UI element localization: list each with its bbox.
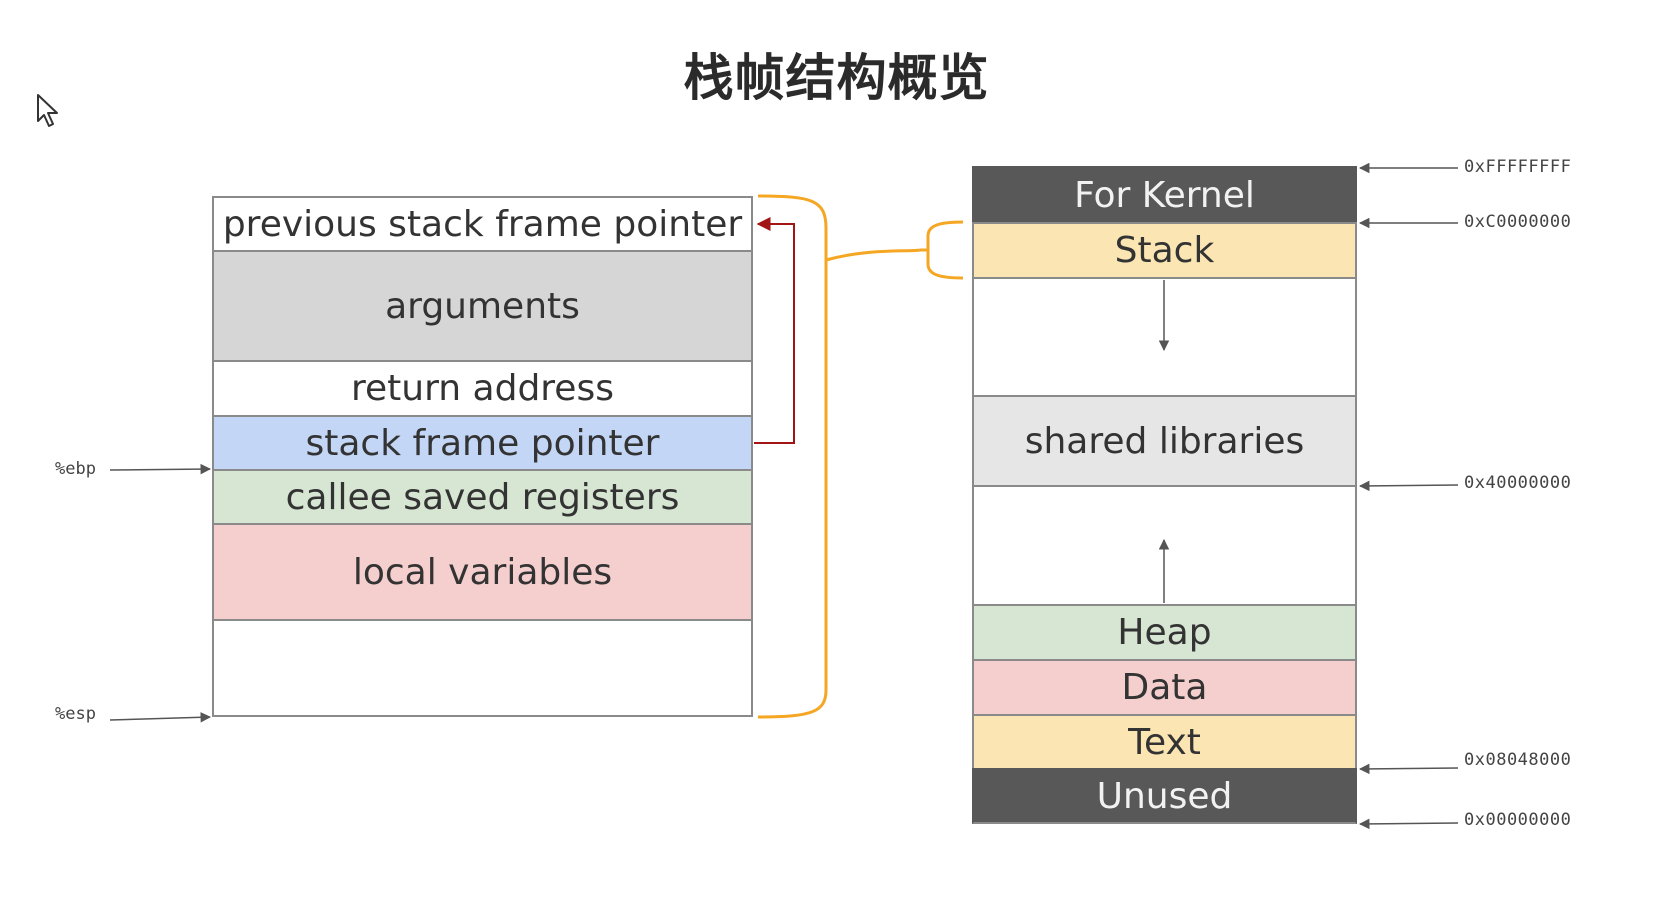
cell-label: return address [351, 368, 614, 409]
address-label-00000000: 0x00000000 [1464, 810, 1572, 830]
segment-label: shared libraries [1024, 420, 1305, 462]
memory-segment-text: Text [972, 714, 1357, 768]
cell-label: callee saved registers [285, 476, 680, 518]
memory-segment-kernel: For Kernel [972, 166, 1357, 222]
stack-cell-return-address: return address [212, 360, 753, 415]
stack-cell-arguments: arguments [212, 250, 753, 360]
segment-label: Text [1128, 721, 1201, 763]
stack-cell-stack-frame-pointer: stack frame pointer [212, 415, 753, 469]
segment-label: Data [1121, 667, 1208, 708]
segment-label: For Kernel [1074, 174, 1255, 216]
cell-label: arguments [385, 285, 580, 327]
segment-label: Unused [1096, 775, 1233, 817]
address-label-ffffffff: 0xFFFFFFFF [1464, 157, 1572, 177]
address-label-40000000: 0x40000000 [1464, 473, 1572, 493]
esp-arrow [109, 712, 212, 723]
cell-label: local variables [352, 551, 613, 593]
stack-cell-callee-saved-registers: callee saved registers [212, 469, 753, 523]
memory-segment-shared-libraries: shared libraries [972, 395, 1357, 485]
address-label-08048000: 0x08048000 [1464, 750, 1572, 770]
memory-segment-data: Data [972, 659, 1357, 714]
memory-segment-heap: Heap [972, 604, 1357, 659]
cell-label: previous stack frame pointer [222, 203, 743, 245]
stack-frame-brace [757, 194, 828, 719]
address-arrow-08048000 [1358, 763, 1459, 775]
stack-cell-previous-frame-pointer: previous stack frame pointer [212, 196, 753, 250]
esp-label: %esp [55, 704, 96, 724]
address-arrow-40000000 [1358, 480, 1459, 492]
stack-cell-empty [212, 619, 753, 717]
address-label-c0000000: 0xC0000000 [1464, 212, 1572, 232]
segment-label: Stack [1114, 230, 1215, 271]
ebp-arrow [109, 463, 212, 475]
memory-segment-unused: Unused [972, 768, 1357, 824]
cell-label: stack frame pointer [305, 422, 660, 464]
mouse-pointer-icon [37, 94, 58, 127]
stack-cell-local-variables: local variables [212, 523, 753, 619]
page-title: 栈帧结构概览 [683, 49, 990, 107]
segment-label: Heap [1117, 612, 1212, 653]
address-arrow-00000000 [1358, 818, 1459, 830]
frame-pointer-link-arrow [754, 217, 795, 444]
memory-segment-stack: Stack [972, 222, 1357, 277]
ebp-label: %ebp [55, 459, 96, 479]
stack-segment-brace [825, 220, 964, 280]
